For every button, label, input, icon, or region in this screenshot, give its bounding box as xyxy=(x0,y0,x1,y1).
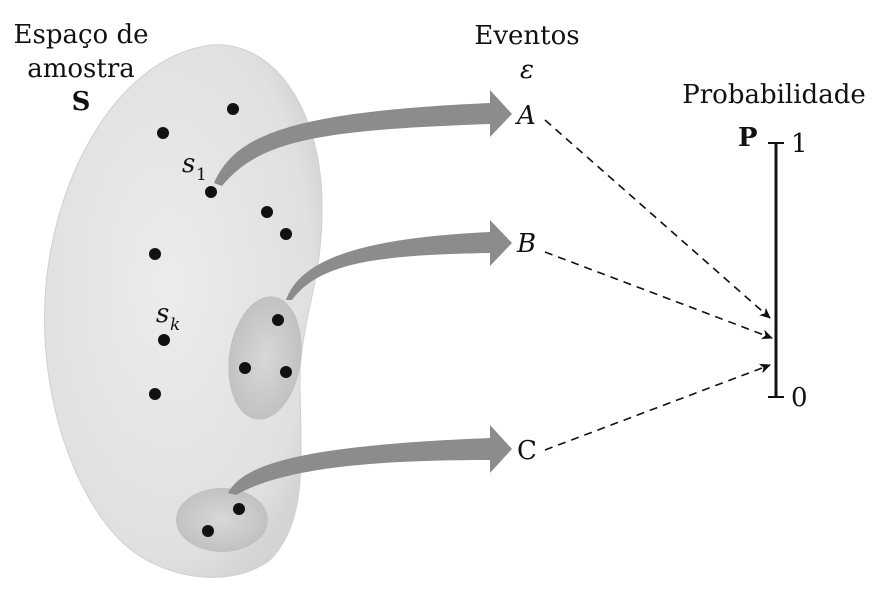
s1-label: s xyxy=(182,149,195,179)
sample-space-region xyxy=(44,44,323,578)
sample-point xyxy=(280,366,292,378)
sk-label: s xyxy=(156,299,169,329)
sample-point xyxy=(227,103,239,115)
mapping-arrow-a xyxy=(214,90,512,186)
sample-point xyxy=(149,248,161,260)
prob-arrow-b xyxy=(544,251,773,340)
probability-axis xyxy=(768,142,784,398)
sample-point xyxy=(149,388,161,400)
probability-tick-0: 0 xyxy=(791,383,808,413)
probability-heading: Probabilidade xyxy=(682,80,866,110)
mapping-arrow-c xyxy=(228,425,512,495)
s1-subscript: 1 xyxy=(196,165,207,185)
event-c-subset xyxy=(176,488,268,552)
events-symbol: ε xyxy=(520,55,534,85)
sample-point xyxy=(202,525,214,537)
sample-point xyxy=(157,127,169,139)
sample-point xyxy=(261,206,273,218)
probability-tick-1: 1 xyxy=(791,129,808,159)
probability-symbol: P xyxy=(738,123,758,153)
prob-arrow-c xyxy=(544,363,771,451)
events-heading: Eventos xyxy=(474,21,579,51)
event-b-subset xyxy=(228,296,302,420)
sample-points xyxy=(149,103,292,537)
sample-point xyxy=(233,503,245,515)
event-c-label: C xyxy=(517,436,537,466)
sample-point-s1 xyxy=(205,186,217,198)
sample-point-sk xyxy=(158,334,170,346)
sample-space-label-line1: Espaço de xyxy=(14,20,149,50)
sample-point xyxy=(280,228,292,240)
mapping-arrow-b xyxy=(286,220,512,300)
sample-point xyxy=(239,362,251,374)
sample-space-symbol: S xyxy=(72,87,91,117)
prob-arrow-a xyxy=(544,119,771,319)
sample-point xyxy=(272,314,284,326)
sample-space-label-line2: amostra xyxy=(27,54,135,84)
event-b-label: B xyxy=(516,229,536,259)
sk-subscript: k xyxy=(170,315,180,335)
event-a-label: A xyxy=(515,101,536,131)
